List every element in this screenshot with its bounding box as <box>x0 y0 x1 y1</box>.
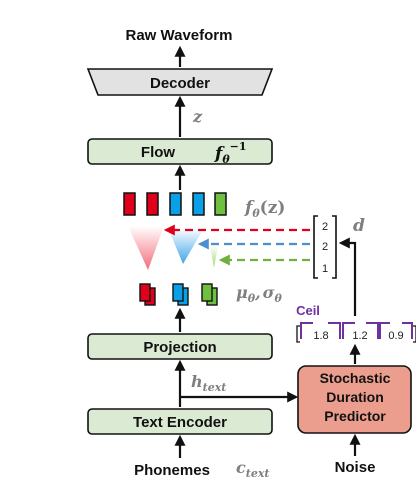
h-text-symbol: htext <box>191 372 226 394</box>
latent-frame-blue-2 <box>192 192 205 216</box>
phonemes-label: Phonemes <box>134 462 210 479</box>
flow-block <box>87 138 273 165</box>
green-expansion-cone <box>210 246 218 268</box>
c-text-symbol: ctext <box>236 458 269 480</box>
sdp-label-line1: Stochastic <box>320 370 391 386</box>
sdp-label-line3: Predictor <box>324 408 386 424</box>
decoder-label: Decoder <box>150 75 210 92</box>
prior-frame-green-front <box>201 283 213 302</box>
latent-frame-red-2 <box>146 192 159 216</box>
z-symbol: z <box>192 107 203 126</box>
decoder-block <box>86 68 274 96</box>
projection-label: Projection <box>143 339 216 356</box>
d-symbol: d <box>353 216 365 236</box>
text-encoder-block <box>87 408 273 435</box>
raw-duration-right-bracket <box>413 325 416 343</box>
text-encoder-label: Text Encoder <box>133 414 227 431</box>
raw-duration-left-bracket <box>296 325 300 343</box>
duration-vector-left-bracket <box>313 215 318 279</box>
prior-frame-blue-front <box>172 283 184 302</box>
raw-waveform-label: Raw Waveform <box>126 27 233 44</box>
ceil-bracket-right-1 <box>328 322 341 339</box>
red-expansion-cone <box>128 226 164 270</box>
latent-frame-green-1 <box>214 192 227 216</box>
projection-block <box>87 333 273 360</box>
stochastic-duration-predictor-block <box>297 365 412 434</box>
latent-frame-red-1 <box>123 192 136 216</box>
raw-duration-1: 1.8 <box>313 330 328 342</box>
ceil-bracket-left-2 <box>342 322 355 339</box>
ceil-bracket-right-2 <box>366 322 379 339</box>
duration-value-2: 2 <box>322 241 328 253</box>
flow-label: Flow <box>141 144 175 161</box>
mu-sigma-symbol: μθ,σθ <box>236 283 282 305</box>
blue-expansion-cone <box>168 228 204 264</box>
ceil-bracket-left-3 <box>379 322 390 339</box>
f-theta-z-symbol: fθ(z) <box>244 198 285 220</box>
duration-value-1: 2 <box>322 221 328 233</box>
duration-vector-right-bracket <box>332 215 337 279</box>
prior-frame-red-front <box>139 283 151 302</box>
ceil-bracket-left-1 <box>300 322 313 339</box>
ceil-label: Ceil <box>296 303 320 318</box>
ceil-to-duration-arrow <box>338 237 357 316</box>
sdp-label-line2: Duration <box>326 389 384 405</box>
noise-label: Noise <box>335 459 376 476</box>
latent-frame-blue-1 <box>169 192 182 216</box>
raw-duration-2: 1.2 <box>352 330 367 342</box>
raw-duration-3: 0.9 <box>388 330 403 342</box>
flow-inverse-symbol: fθ−1 <box>214 140 247 166</box>
ceil-bracket-right-3 <box>402 322 413 339</box>
duration-value-3: 1 <box>322 263 328 275</box>
